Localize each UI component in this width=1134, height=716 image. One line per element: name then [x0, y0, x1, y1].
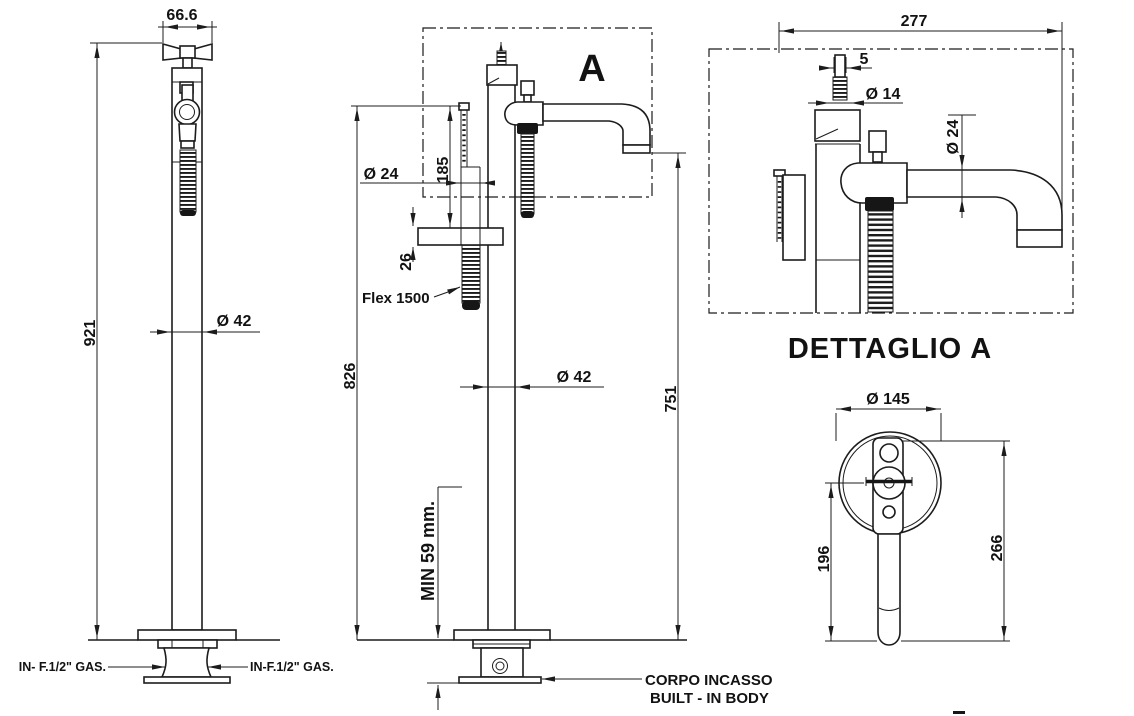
- dim-921-label: 921: [82, 320, 99, 347]
- dim-diameter-145: Ø 145: [835, 391, 942, 441]
- spout-junction: [504, 101, 544, 126]
- dim-277: 277: [778, 13, 1063, 232]
- dim-185-label: 185: [435, 157, 452, 184]
- dim-o24-label: Ø 24: [364, 166, 399, 183]
- lever-handle: [877, 533, 901, 646]
- dim-diameter-24-detail: Ø 24: [945, 114, 976, 218]
- detail-mixer-body: [814, 54, 908, 313]
- dim-751-label: 751: [663, 386, 680, 413]
- dim-o14-label: Ø 14: [866, 86, 901, 103]
- base-assembly: [88, 629, 280, 684]
- dim-266-label: 266: [989, 535, 1006, 562]
- flex-1500-callout: Flex 1500: [362, 286, 461, 307]
- detail-callout-box: A: [422, 27, 653, 198]
- dim-width-66-6: 66.6: [158, 7, 217, 43]
- aerator: [622, 144, 651, 154]
- dim-o24-detail-label: Ø 24: [945, 120, 962, 155]
- dim-o145-label: Ø 145: [866, 391, 910, 408]
- body-label-it: CORPO INCASSO: [645, 672, 773, 689]
- front-view: A 826 185 Ø 24 26: [342, 27, 773, 710]
- dim-196-label: 196: [816, 546, 833, 573]
- diverter-pin: [496, 50, 507, 67]
- dim-diameter-42-left: Ø 42: [150, 313, 260, 335]
- cross-handle: [162, 42, 213, 69]
- left-view: 66.6 921: [19, 7, 334, 684]
- dim-751: 751: [652, 152, 686, 640]
- dim-266: 266: [989, 441, 1007, 641]
- dim-26: 26: [398, 207, 416, 271]
- spout: [542, 103, 651, 154]
- dim-min-59: MIN 59 mm.: [418, 486, 462, 710]
- body-label-en: BUILT - IN BODY: [650, 690, 769, 707]
- flex-hose-coil: [461, 244, 481, 304]
- detail-a-title: DETTAGLIO A: [788, 333, 992, 365]
- junction-hose: [517, 123, 538, 218]
- dim-5-label: 5: [860, 51, 869, 68]
- inlet-right-label: IN-F.1/2" GAS.: [250, 660, 334, 674]
- detail-side-knob: [868, 130, 887, 153]
- dim-diameter-14: Ø 14: [808, 86, 903, 106]
- detail-a-border: [708, 48, 1074, 314]
- main-column: [487, 85, 516, 630]
- dim-5: 5: [819, 51, 872, 73]
- dim-o42-front-label: Ø 42: [557, 369, 592, 386]
- dim-185: 185: [435, 106, 453, 228]
- dim-min59-label: MIN 59 mm.: [418, 501, 438, 601]
- built-in-body: [480, 647, 524, 678]
- dim-196: 196: [816, 483, 834, 641]
- flex-1500-label: Flex 1500: [362, 290, 430, 307]
- mixer-top: [486, 42, 544, 126]
- detail-spout: [906, 169, 1063, 248]
- dim-826: 826: [342, 105, 461, 640]
- dim-66-6-label: 66.6: [166, 7, 197, 24]
- detail-a-view: 277 5 Ø 14: [708, 13, 1074, 365]
- shower-hose-coil: [179, 149, 197, 213]
- valve-bracket: [865, 437, 913, 535]
- dim-277-label: 277: [901, 13, 928, 30]
- hand-shower: [173, 81, 201, 216]
- dim-826-label: 826: [342, 363, 359, 390]
- knurled-pin: [832, 76, 848, 101]
- built-in-front-view: Ø 145 196: [816, 391, 1010, 646]
- detail-hose: [865, 197, 894, 313]
- page-corner-mark: [953, 711, 965, 714]
- detail-aerator: [1016, 229, 1063, 248]
- detail-hand-shower: [773, 169, 806, 261]
- shower-column: [417, 102, 504, 310]
- inlet-left-label: IN- F.1/2" GAS.: [19, 660, 106, 674]
- detail-marker-label: A: [578, 48, 605, 90]
- side-knob: [520, 80, 535, 96]
- dim-diameter-24: Ø 24: [360, 166, 495, 186]
- floor-and-base: [357, 629, 687, 684]
- inlet-labels: IN- F.1/2" GAS. IN-F.1/2" GAS.: [19, 660, 334, 674]
- lower-hole: [882, 505, 896, 519]
- top-hole: [879, 443, 899, 463]
- dim-height-921: 921: [82, 42, 162, 640]
- detail-junction: [840, 162, 908, 204]
- dim-diameter-42-front: Ø 42: [460, 369, 604, 390]
- dim-26-label: 26: [398, 253, 415, 271]
- built-in-body-callout: CORPO INCASSO BUILT - IN BODY: [542, 672, 773, 707]
- pin-stem: [834, 54, 846, 78]
- dim-o42-left-label: Ø 42: [217, 313, 252, 330]
